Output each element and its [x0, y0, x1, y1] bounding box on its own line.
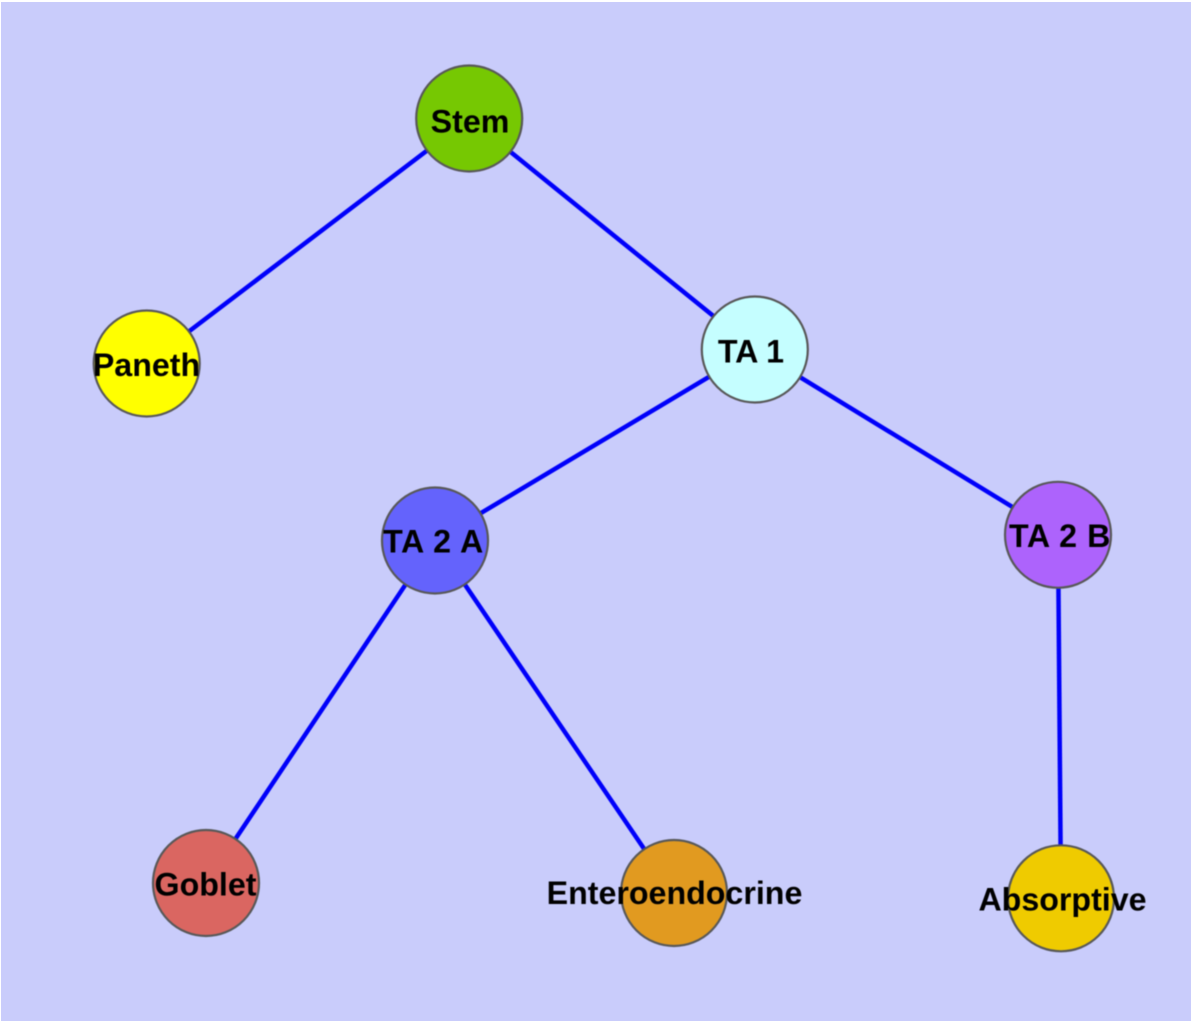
svg-text:Enteroendocrine: Enteroendocrine	[547, 875, 803, 911]
svg-text:TA 2 A: TA 2 A	[383, 524, 484, 560]
svg-text:Absorptive: Absorptive	[978, 882, 1146, 918]
svg-text:Goblet: Goblet	[155, 867, 257, 903]
svg-text:TA 2 B: TA 2 B	[1009, 518, 1111, 554]
svg-text:TA 1: TA 1	[718, 334, 784, 370]
svg-text:Stem: Stem	[431, 104, 510, 140]
svg-text:Paneth: Paneth	[93, 347, 200, 383]
